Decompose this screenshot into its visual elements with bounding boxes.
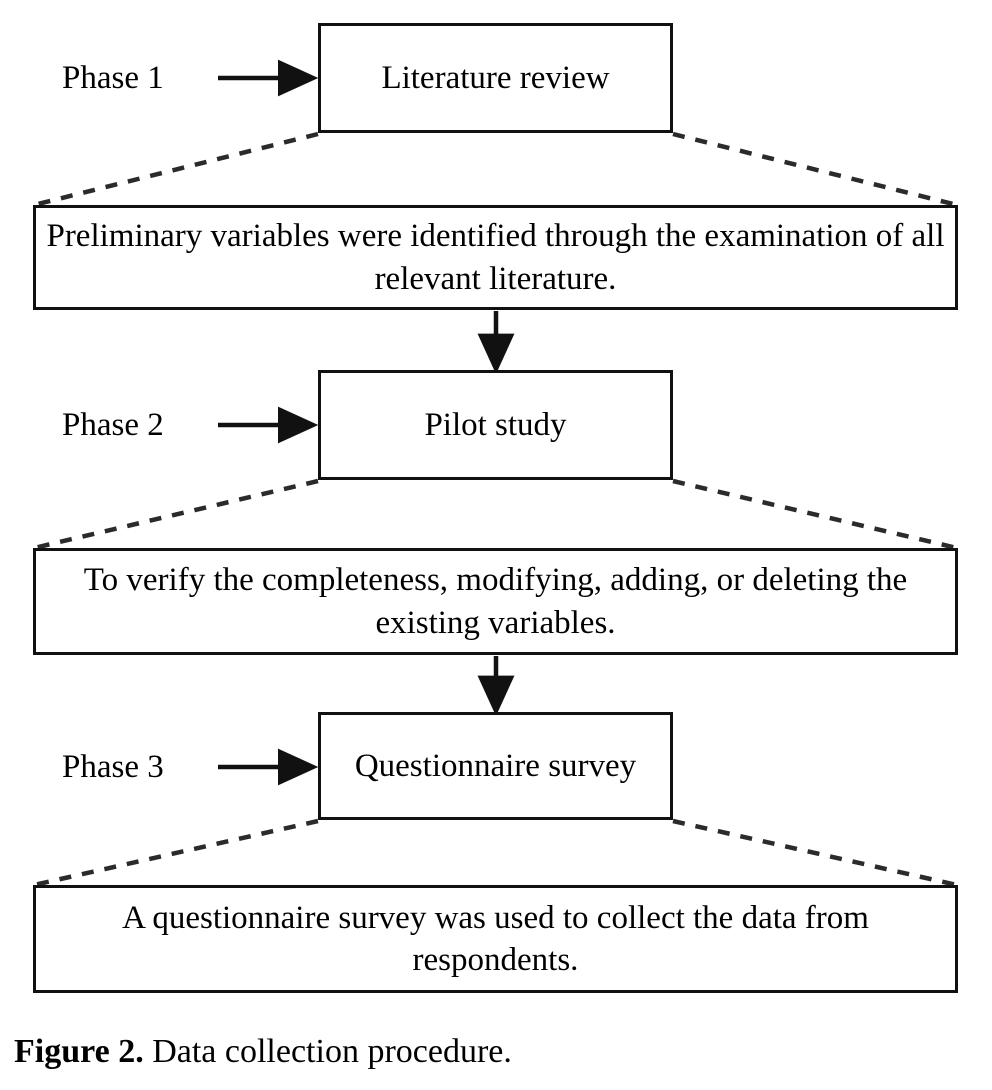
- node-questionnaire-survey[interactable]: Questionnaire survey: [318, 712, 673, 820]
- detail-literature-review[interactable]: Preliminary variables were identified th…: [33, 205, 958, 310]
- dashed-connector-literature-review: [33, 131, 958, 208]
- detail-questionnaire-survey[interactable]: A questionnaire survey was used to colle…: [33, 885, 958, 993]
- dashed-connector-questionnaire-survey: [33, 818, 958, 888]
- phase-2-label: Phase 2: [62, 407, 164, 443]
- node-literature-review[interactable]: Literature review: [318, 23, 673, 133]
- node-pilot-study[interactable]: Pilot study: [318, 370, 673, 480]
- phase-1-label: Phase 1: [62, 60, 164, 96]
- detail-literature-review-text: Preliminary variables were identified th…: [46, 218, 945, 297]
- phase-3-label: Phase 3: [62, 749, 164, 785]
- detail-pilot-study-text: To verify the completeness, modifying, a…: [83, 562, 908, 641]
- detail-pilot-study[interactable]: To verify the completeness, modifying, a…: [33, 548, 958, 655]
- node-pilot-study-label: Pilot study: [424, 406, 567, 443]
- node-questionnaire-survey-label: Questionnaire survey: [354, 747, 637, 784]
- node-literature-review-label: Literature review: [381, 59, 610, 96]
- figure-caption: Figure 2. Data collection procedure.: [14, 1032, 512, 1073]
- figure-caption-text: Data collection procedure.: [143, 1033, 512, 1070]
- figure-caption-label: Figure 2.: [14, 1033, 144, 1070]
- dashed-connector-pilot-study: [33, 478, 958, 551]
- detail-questionnaire-survey-text: A questionnaire survey was used to colle…: [122, 899, 869, 978]
